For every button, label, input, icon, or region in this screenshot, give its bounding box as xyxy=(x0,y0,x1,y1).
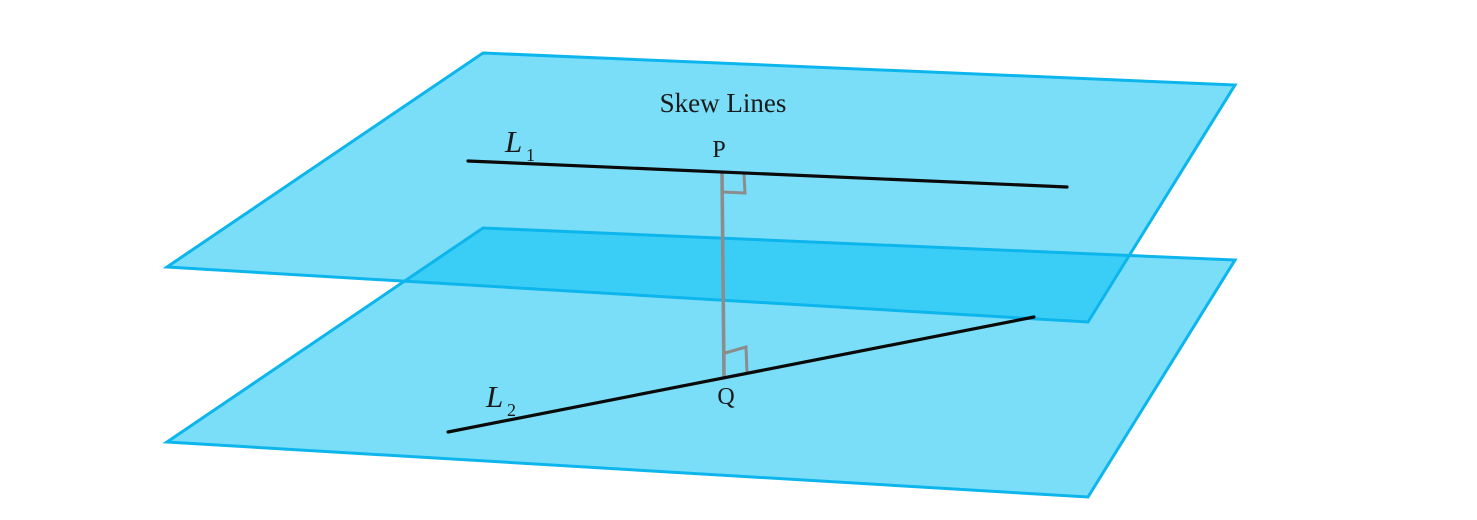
perpendicular-segment-pq xyxy=(720,170,726,378)
lower-plane-fill xyxy=(167,228,1235,497)
line-l2 xyxy=(446,315,1036,434)
diagram-title: Skew Lines xyxy=(660,88,787,118)
line-l1 xyxy=(466,159,1069,189)
line-l2-label-subscript: 2 xyxy=(507,400,516,420)
right-angle-marker-p xyxy=(722,173,747,195)
line-l1-label: L xyxy=(504,124,522,159)
lower-plane-outline xyxy=(162,226,1238,499)
point-q-label: Q xyxy=(717,384,734,410)
line-l2-label: L xyxy=(485,379,503,414)
line-l1-label-subscript: 1 xyxy=(526,145,535,165)
right-angle-marker-q xyxy=(724,345,749,374)
upper-plane-outline xyxy=(162,51,1238,324)
point-p-label: P xyxy=(712,137,725,163)
